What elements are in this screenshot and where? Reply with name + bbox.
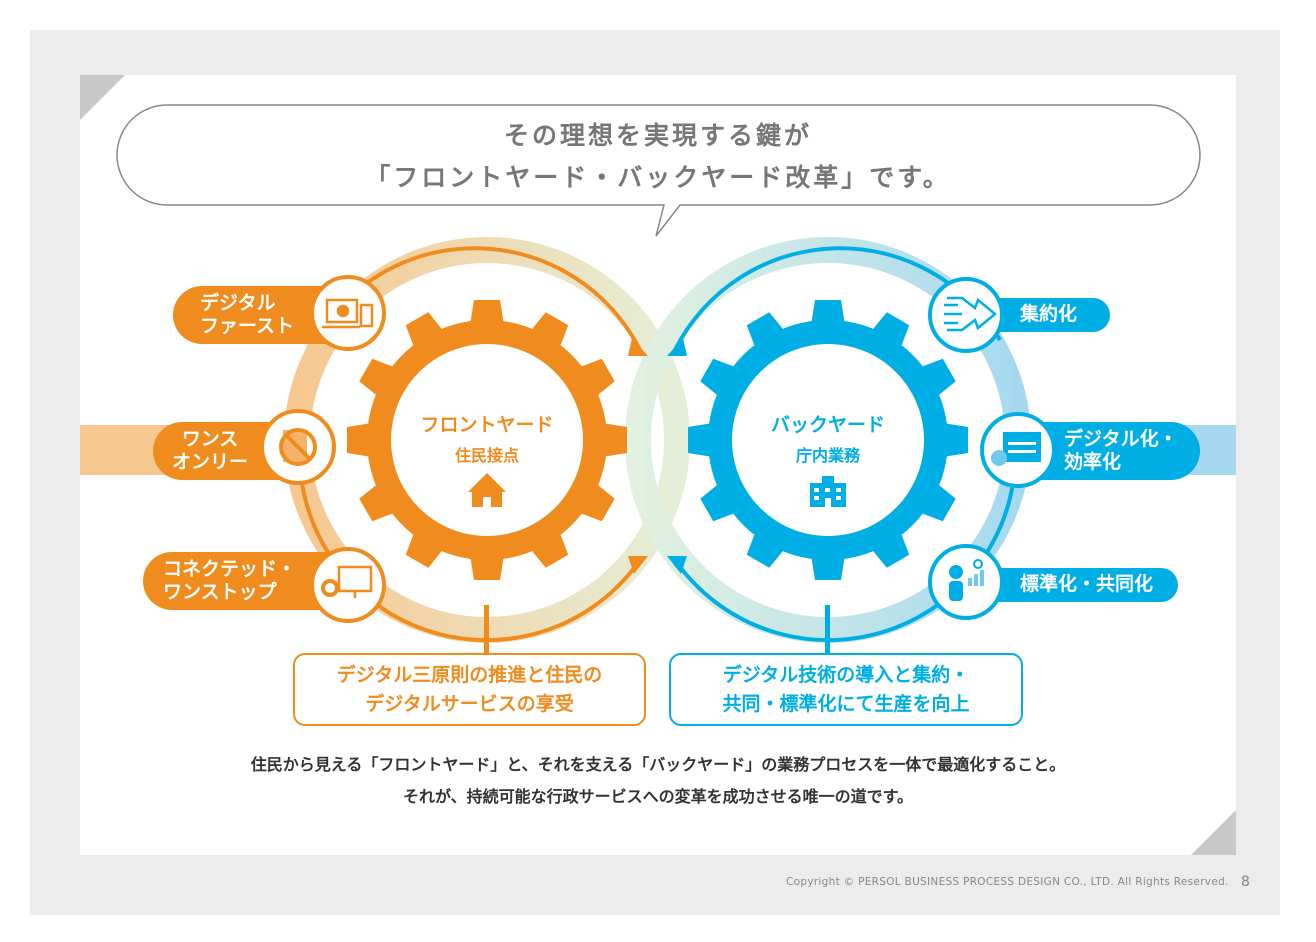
corner-decoration bbox=[1191, 810, 1236, 855]
arrowhead-icon bbox=[628, 556, 648, 574]
front-gear-title: フロントヤード bbox=[420, 414, 554, 436]
front-outcome-box: デジタル三原則の推進と住民のデジタルサービスの享受 bbox=[293, 653, 646, 726]
gear-tooth bbox=[870, 531, 910, 568]
gear-hub bbox=[732, 344, 924, 536]
gear-tooth bbox=[700, 482, 737, 522]
back-gear bbox=[688, 300, 968, 580]
back-gear-title: バックヤード bbox=[770, 414, 885, 436]
gear-tooth bbox=[602, 423, 627, 457]
front-gear bbox=[347, 300, 627, 580]
front-connector bbox=[484, 605, 489, 653]
description-line-2: それが、持続可能な行政サービスへの変革を成功させる唯一の道です。 bbox=[402, 787, 914, 806]
back-item-label: 集約化 bbox=[1020, 303, 1078, 325]
back-gear-subtitle: 庁内業務 bbox=[795, 446, 860, 465]
gear-tooth bbox=[943, 423, 968, 457]
gear-tooth bbox=[578, 482, 615, 522]
back-arrow-bottom bbox=[673, 439, 1018, 643]
arrowhead-icon bbox=[667, 556, 687, 574]
page-number: 8 bbox=[1241, 874, 1250, 890]
back-connector bbox=[825, 605, 830, 653]
speech-bubble bbox=[116, 104, 1201, 237]
front-item-pill bbox=[173, 275, 386, 351]
gear-tooth bbox=[470, 300, 504, 325]
gear-tooth bbox=[359, 482, 396, 522]
description-line-1: 住民から見える「フロントヤード」と、それを支える「バックヤード」の業務プロセスを… bbox=[250, 755, 1066, 774]
gear-tooth bbox=[359, 358, 396, 398]
no-paperwork-icon bbox=[279, 428, 317, 466]
back-item-label: 標準化・共同化 bbox=[1020, 573, 1154, 595]
corner-decoration bbox=[80, 75, 125, 120]
gear-hub bbox=[391, 344, 583, 536]
gear-tooth bbox=[746, 312, 786, 349]
front-item-pill bbox=[143, 547, 386, 623]
headline-line-1: その理想を実現する鍵が bbox=[503, 121, 812, 150]
gear-tooth bbox=[347, 423, 372, 457]
gear-tooth bbox=[811, 555, 845, 580]
gear-tooth bbox=[529, 531, 569, 568]
gear-tooth bbox=[405, 312, 445, 349]
gear-tooth bbox=[870, 312, 910, 349]
monitor-gear-icon bbox=[991, 432, 1041, 466]
headline-line-2: 「フロントヤード・バックヤード改革」です。 bbox=[365, 163, 951, 192]
back-item-pill bbox=[928, 544, 1178, 620]
gear-tooth bbox=[470, 555, 504, 580]
gear-tooth bbox=[746, 531, 786, 568]
gear-tooth bbox=[919, 482, 956, 522]
house-icon bbox=[468, 473, 506, 507]
building-icon bbox=[810, 476, 846, 507]
copyright: Copyright © PERSOL BUSINESS PROCESS DESI… bbox=[786, 876, 1229, 888]
back-item-label: デジタル化・効率化 bbox=[1064, 428, 1178, 473]
person-chart-icon bbox=[949, 559, 984, 601]
devices-check-icon bbox=[322, 298, 374, 329]
front-item-label: ワンスオンリー bbox=[172, 428, 249, 473]
front-item-label: デジタルファースト bbox=[200, 292, 295, 337]
gear-tooth bbox=[688, 423, 713, 457]
gear-tooth bbox=[578, 358, 615, 398]
connected-monitor-icon bbox=[321, 565, 373, 598]
front-item-label: コネクテッド・ワンストップ bbox=[163, 558, 297, 603]
gear-tooth bbox=[529, 312, 569, 349]
gear-tooth bbox=[919, 358, 956, 398]
arrowhead-icon bbox=[628, 338, 648, 356]
gear-tooth bbox=[811, 300, 845, 325]
front-arrow-bottom bbox=[297, 439, 642, 643]
gear-tooth bbox=[405, 531, 445, 568]
gear-tooth bbox=[700, 358, 737, 398]
arrowhead-icon bbox=[667, 338, 687, 356]
converging-arrows-icon bbox=[944, 296, 997, 332]
back-outcome-box: デジタル技術の導入と集約・共同・標準化にて生産を向上 bbox=[669, 653, 1023, 726]
front-gear-subtitle: 住民接点 bbox=[454, 446, 519, 465]
